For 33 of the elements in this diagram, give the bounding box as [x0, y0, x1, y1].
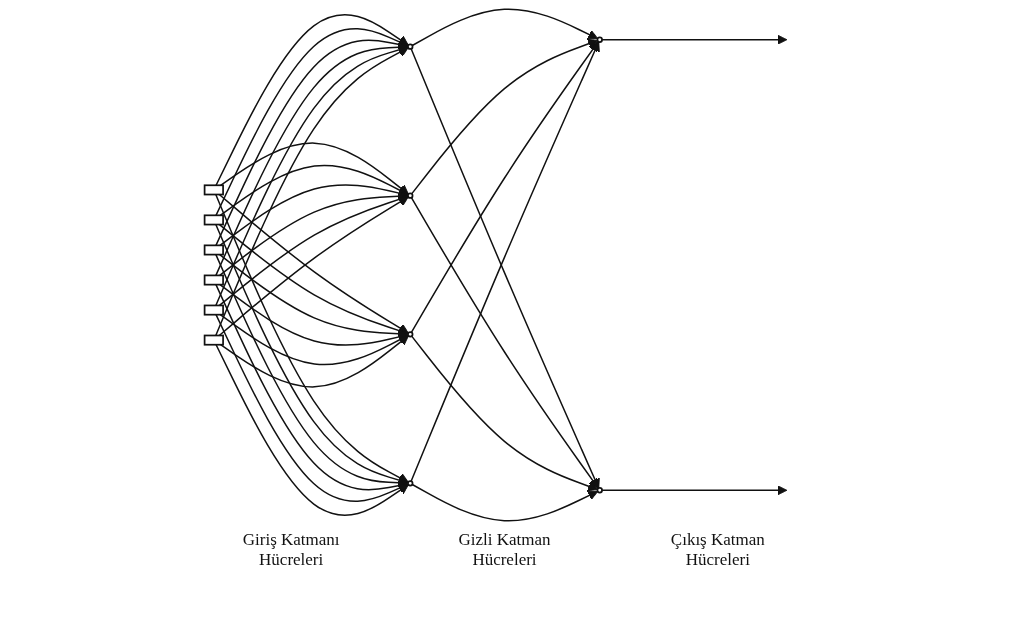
arrow	[218, 184, 408, 247]
arrow	[214, 14, 409, 187]
arrow	[214, 313, 409, 502]
node-circle	[406, 192, 413, 199]
node-box	[203, 184, 224, 196]
layer-label: Gizli Katman Hücreleri	[457, 530, 552, 570]
arrow	[219, 335, 409, 388]
node-circle	[406, 43, 413, 50]
node-box	[203, 244, 224, 256]
node-circle	[596, 36, 603, 43]
node-circle	[406, 480, 413, 487]
node-box	[203, 304, 224, 316]
arrow	[219, 142, 409, 195]
arrow	[600, 485, 787, 496]
layer-label: Çıkış Katman Hücreleri	[669, 530, 766, 570]
arrow	[218, 223, 409, 336]
arrow	[411, 8, 598, 47]
arrow	[411, 483, 598, 522]
arrow	[214, 28, 409, 217]
arrow	[600, 34, 787, 45]
arrow	[219, 164, 409, 217]
node-box	[203, 274, 224, 286]
arrow	[410, 196, 599, 489]
arrow	[410, 38, 598, 195]
node-box	[203, 214, 224, 226]
node-circle	[596, 487, 603, 494]
node-circle	[406, 331, 413, 338]
arrow	[214, 343, 409, 516]
node-box	[203, 334, 224, 346]
arrow	[219, 313, 409, 366]
arrow	[218, 194, 409, 307]
layer-label: Giriş Katmanı Hücreleri	[241, 530, 341, 570]
arrow	[410, 335, 598, 492]
